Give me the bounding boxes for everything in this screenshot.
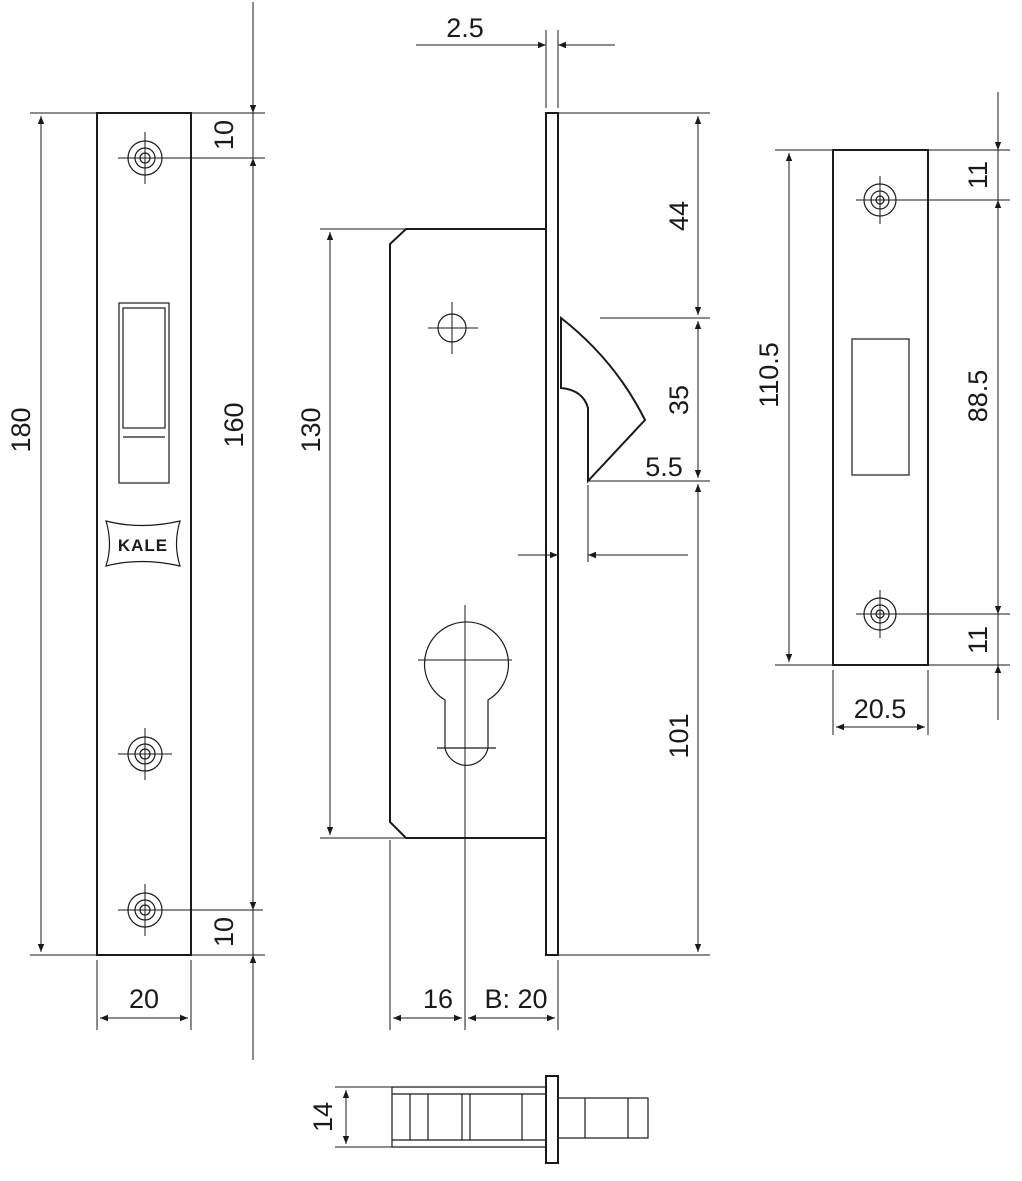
dim-faceplate-hole-spacing: 160 (219, 2, 257, 1060)
dim-hook-to-bottom-label: 101 (664, 713, 694, 758)
dim-strike-length-label: 110.5 (754, 342, 784, 408)
dim-strike-length: 110.5 (754, 153, 793, 662)
dim-faceplate-length-label: 180 (6, 407, 36, 452)
screw-hole-top (118, 132, 172, 184)
dim-strike-top-offset-label: 11 (963, 161, 993, 189)
strike-opening (851, 338, 910, 476)
dim-faceplate-width: 20 (100, 984, 188, 1022)
dim-body-thickness-label: 14 (308, 1102, 338, 1132)
top-view-faceplate (545, 1075, 559, 1164)
screw-hole-middle (118, 728, 172, 780)
dim-strike-width-label: 20.5 (854, 694, 907, 724)
dim-strike-hole-spacing-label: 88.5 (963, 370, 993, 423)
faceplate-front-view: KALE 180 (6, 2, 265, 1060)
strike-plate-outline (832, 149, 929, 666)
hook-bolt (560, 315, 647, 484)
dim-case-height: 130 (296, 232, 334, 835)
dim-strike-bottom-offset-label: 11 (963, 626, 993, 654)
dim-case-depth-label: 16 (423, 984, 453, 1014)
screw-hole-bottom (118, 884, 263, 936)
dim-hook-to-bottom: 101 (664, 484, 702, 952)
strike-screw-hole-bottom (856, 590, 1010, 638)
strike-screw-hole-top (856, 176, 1010, 224)
dim-faceplate-thickness: 2.5 (416, 13, 615, 49)
dim-faceplate-width-label: 20 (129, 984, 159, 1014)
lock-case-outline (389, 228, 546, 839)
strike-plate-view: 110.5 88.5 11 11 20.5 (754, 92, 1010, 735)
dim-case-depth: 16 (393, 984, 462, 1022)
dim-faceplate-top-offset-label: 10 (209, 120, 239, 150)
lock-body-side-view: 2.5 130 44 35 5.5 101 16 (296, 13, 710, 1030)
dim-faceplate-thickness-label: 2.5 (446, 13, 484, 43)
dim-strike-hole-spacing: 88.5 (963, 92, 1002, 720)
dim-faceplate-hole-spacing-label: 160 (219, 402, 249, 447)
dim-strike-width: 20.5 (836, 694, 925, 731)
body-screw-hole (428, 302, 478, 354)
dim-hook-projection-label: 5.5 (645, 452, 683, 482)
faceplate-side (545, 112, 559, 956)
lock-top-view: 14 (308, 1075, 649, 1164)
top-view-body (391, 1086, 546, 1148)
cylinder-cutout (418, 605, 512, 1030)
brand-logo: KALE (105, 520, 181, 567)
dim-top-to-hook-label: 44 (664, 201, 694, 231)
latch-window (118, 302, 170, 484)
dim-hook-height-label: 35 (664, 385, 694, 415)
dim-body-thickness: 14 (308, 1090, 350, 1144)
brand-logo-text: KALE (118, 536, 168, 555)
top-view-bolt (557, 1097, 649, 1139)
dim-hook-height: 35 (664, 321, 702, 478)
dim-faceplate-bottom-offset-label: 10 (209, 917, 239, 947)
dim-backset-label: B: 20 (484, 984, 547, 1014)
dim-backset: B: 20 (468, 984, 555, 1022)
dim-case-height-label: 130 (296, 407, 326, 452)
dim-top-to-hook: 44 (664, 116, 702, 315)
faceplate-outline (96, 112, 192, 956)
dim-faceplate-length: 180 (6, 116, 45, 952)
